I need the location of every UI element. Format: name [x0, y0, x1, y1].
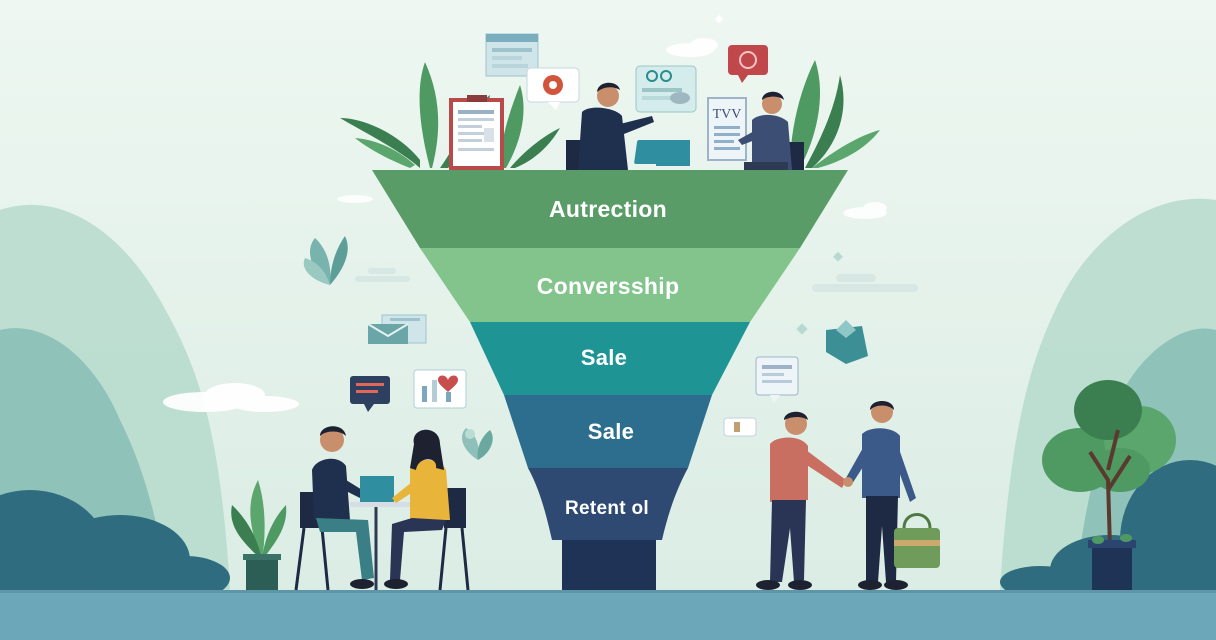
cloud-small-left: [337, 195, 373, 203]
funnel-stage-1: [372, 170, 848, 248]
shopping-bag-icon: [894, 513, 940, 568]
tree-right: [1042, 380, 1176, 590]
sparkle-icon: [796, 323, 808, 335]
chat-bubble-icon: [350, 376, 390, 412]
card-icon: [723, 417, 757, 437]
potted-plant-left: [231, 480, 287, 590]
cloud-right: [843, 202, 887, 219]
cloud-bar-right: [812, 274, 918, 292]
funnel-stage-5-label: Retent ol: [565, 498, 649, 519]
funnel: Autrection Conversship Sale Sale Retent …: [372, 170, 848, 590]
chat-card-icon: [635, 65, 697, 113]
document-icon: [449, 95, 504, 170]
woman-top-right: [738, 91, 804, 170]
web-page-icon: [755, 356, 799, 403]
funnel-stage-2-label: Conversship: [537, 273, 680, 299]
tv-document-icon: TVV: [707, 97, 747, 161]
handshake-pair: [756, 401, 916, 590]
funnel-stage-4: [504, 395, 712, 468]
leaf-icon: [303, 236, 348, 285]
svg-text:TVV: TVV: [713, 107, 742, 122]
seated-couple: [294, 426, 470, 591]
sparkle-icon: [833, 251, 843, 262]
cloud-top: [666, 38, 718, 57]
gear-speech-icon: [526, 67, 580, 110]
funnel-stage-3-label: Sale: [581, 345, 627, 370]
funnel-stage-2: [420, 248, 800, 322]
funnel-stage-4-label: Sale: [588, 419, 634, 444]
ground-line: [0, 590, 1216, 593]
funnel-spout: [562, 540, 656, 590]
plants-top-right: [790, 60, 880, 168]
cloud-bar-left: [355, 268, 410, 282]
funnel-stage-1-label: Autrection: [549, 196, 667, 222]
mail-icon: [367, 314, 427, 344]
funnel-stage-5: [528, 468, 688, 540]
man-top-left: [566, 82, 674, 170]
ground: [0, 590, 1216, 640]
settings-badge-icon: [728, 45, 768, 83]
leaf-icon: [462, 428, 493, 460]
laptop-icon: [656, 140, 690, 166]
heart-gift-icon: [826, 320, 868, 364]
handshake-icon: [843, 477, 853, 487]
heart-chart-icon: [413, 369, 467, 409]
cloud-left: [163, 383, 299, 412]
funnel-stage-3: [470, 322, 750, 395]
